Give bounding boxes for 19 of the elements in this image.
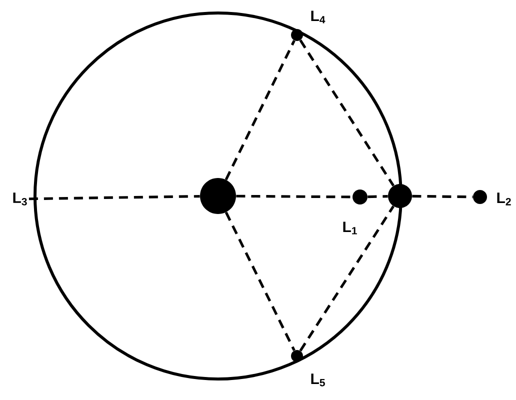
dashed-line xyxy=(224,212,296,352)
point-label: L$_{3}$ xyxy=(13,192,27,206)
dashed-line xyxy=(412,194,473,198)
dashed-line xyxy=(299,40,395,186)
dashed-line xyxy=(299,206,394,352)
dashed-line xyxy=(236,194,352,198)
dashed-line xyxy=(368,195,388,198)
dashed-line xyxy=(224,40,296,180)
point-label: L$_{5}$ xyxy=(311,374,325,386)
point-dot xyxy=(352,190,368,204)
point-label: L$_{1}$ xyxy=(343,222,357,234)
point-dot xyxy=(291,29,303,41)
dashed-line xyxy=(28,194,200,200)
point-label: L$_{2}$ xyxy=(497,192,511,206)
planet-dot xyxy=(388,184,412,208)
sun-dot xyxy=(200,178,236,214)
point-dot xyxy=(473,190,487,204)
point-label: L$_{4}$ xyxy=(311,10,326,24)
point-dot xyxy=(291,350,303,362)
